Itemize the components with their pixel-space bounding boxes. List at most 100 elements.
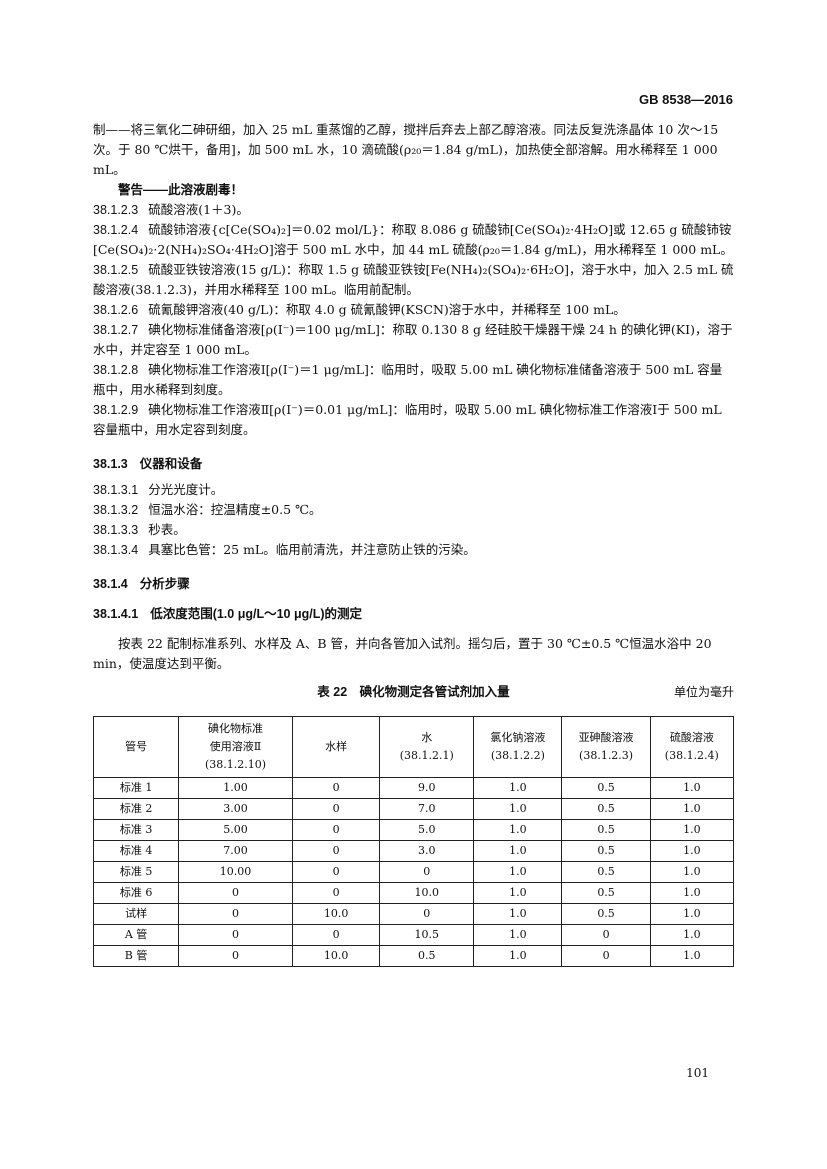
clause-text: 具塞比色管：25 mL。临用前清洗，并注意防止铁的污染。 (148, 542, 476, 557)
table-cell: 标准 3 (92, 819, 180, 841)
table-cell: 0 (178, 903, 293, 925)
table-unit: 单位为毫升 (673, 685, 734, 699)
table-cell: 9.0 (379, 777, 475, 799)
column-header: 水(38.1.2.1) (379, 716, 475, 778)
table-header-row: 管号碘化物标准使用溶液Ⅱ(38.1.2.10)水样水(38.1.2.1)氯化钠溶… (92, 716, 735, 778)
table-cell: 0.5 (561, 840, 651, 862)
column-header-line: (38.1.2.1) (399, 749, 454, 762)
column-header: 亚砷酸溶液(38.1.2.3) (561, 716, 651, 778)
table-cell: 1.0 (649, 819, 735, 841)
instrument-item: 38.1.3.1 分光光度计。 (93, 480, 734, 500)
table-cell: 1.00 (178, 777, 293, 799)
continued-paragraph: 制——将三氧化二砷研细，加入 25 mL 重蒸馏的乙醇，搅拌后弃去上部乙醇溶液。… (93, 122, 719, 177)
column-header: 碘化物标准使用溶液Ⅱ(38.1.2.10) (178, 716, 293, 778)
column-header-line: 硫酸溶液 (669, 731, 714, 744)
table-cell: 标准 4 (92, 840, 180, 862)
table-cell: 0 (178, 882, 293, 904)
table-cell: 0 (178, 945, 293, 967)
table-cell: 0 (291, 882, 381, 904)
table-cell: 1.0 (473, 924, 563, 946)
table-cell: 0 (379, 861, 475, 883)
clause-text: 分光光度计。 (148, 482, 224, 497)
column-header-line: (38.1.2.3) (579, 749, 634, 762)
clause-text: 硫酸亚铁铵溶液(15 g/L)：称取 1.5 g 硫酸亚铁铵[Fe(NH₄)₂(… (93, 262, 734, 297)
table-cell: 0 (291, 798, 381, 820)
clause-number: 38.1.2.6 (93, 303, 139, 317)
clause-number: 38.1.2.8 (93, 363, 139, 377)
column-header-line: 水样 (325, 740, 348, 753)
table-cell: 0.5 (561, 882, 651, 904)
table-cell: 标准 6 (92, 882, 180, 904)
table-cell: 7.0 (379, 798, 475, 820)
clause-number: 38.1.2.9 (93, 403, 139, 417)
column-header-line: 氯化钠溶液 (490, 731, 546, 744)
clause-number: 38.1.3.3 (93, 523, 139, 537)
table-cell: 0 (291, 840, 381, 862)
column-header-line: 碘化物标准 (208, 722, 263, 735)
clause-number: 38.1.3.4 (93, 543, 139, 557)
table-cell: 0 (379, 903, 475, 925)
page-content: 制——将三氧化二砷研细，加入 25 mL 重蒸馏的乙醇，搅拌后弃去上部乙醇溶液。… (92, 120, 735, 967)
table-cell: 0 (291, 861, 381, 883)
clause-number: 38.1.2.4 (93, 223, 139, 237)
table-cell: 1.0 (649, 882, 735, 904)
column-header-line: (38.1.2.4) (664, 749, 719, 762)
table-cell: 3.00 (178, 798, 293, 820)
clause-number: 38.1.2.5 (93, 263, 139, 277)
table-cell: 标准 2 (92, 798, 180, 820)
table-cell: 1.0 (473, 861, 563, 883)
instrument-item: 38.1.3.3 秒表。 (93, 520, 734, 540)
warning-note: 警告——此溶液剧毒！ (118, 183, 244, 197)
table-cell: 1.0 (649, 945, 735, 967)
table-cell: 5.0 (379, 819, 475, 841)
clause-text: 秒表。 (148, 522, 186, 537)
table-cell: 1.0 (473, 903, 563, 925)
clause-number: 38.1.3.1 (93, 483, 139, 497)
table-cell: 0 (291, 819, 381, 841)
table-cell: 0.5 (379, 945, 475, 967)
table-cell: 1.0 (473, 882, 563, 904)
instrument-item: 38.1.3.4 具塞比色管：25 mL。临用前清洗，并注意防止铁的污染。 (93, 540, 734, 560)
table-cell: 10.5 (379, 924, 475, 946)
table-cell: 10.0 (291, 945, 381, 967)
table-cell: 0 (178, 924, 293, 946)
table-cell: 0.5 (561, 777, 651, 799)
table-cell: 0 (291, 924, 381, 946)
table-cell: 0.5 (561, 798, 651, 820)
column-header: 氯化钠溶液 (38.1.2.2) (473, 716, 563, 778)
table-cell: 试样 (92, 903, 180, 925)
clause-number: 38.1.3.2 (93, 503, 139, 517)
clause-text: 硫酸溶液(1＋3)。 (148, 202, 249, 217)
table-cell: 1.0 (473, 819, 563, 841)
clause-number: 38.1.2.7 (93, 323, 139, 337)
table-cell: 1.0 (649, 777, 735, 799)
table-cell: 1.0 (473, 945, 563, 967)
clause-text: 碘化物标准工作溶液Ⅱ[ρ(I⁻)＝0.01 μg/mL]：临用时，吸取 5.00… (93, 402, 722, 437)
table-cell: 1.0 (649, 903, 735, 925)
table-cell: 5.00 (178, 819, 293, 841)
clause-text: 碘化物标准储备溶液[ρ(I⁻)＝100 μg/mL]：称取 0.130 8 g … (93, 322, 733, 357)
table-cell: 0 (561, 945, 651, 967)
clause-text: 碘化物标准工作溶液Ⅰ[ρ(I⁻)＝1 μg/mL]：临用时，吸取 5.00 mL… (93, 362, 723, 397)
column-header-line: 使用溶液Ⅱ (209, 740, 262, 753)
reagent-table: 管号碘化物标准使用溶液Ⅱ(38.1.2.10)水样水(38.1.2.1)氯化钠溶… (92, 716, 735, 967)
procedure-paragraph: 按表 22 配制标准系列、水样及 A、B 管，并向各管加入试剂。摇匀后，置于 3… (93, 636, 712, 671)
column-header-line: (38.1.2.2) (490, 749, 545, 762)
